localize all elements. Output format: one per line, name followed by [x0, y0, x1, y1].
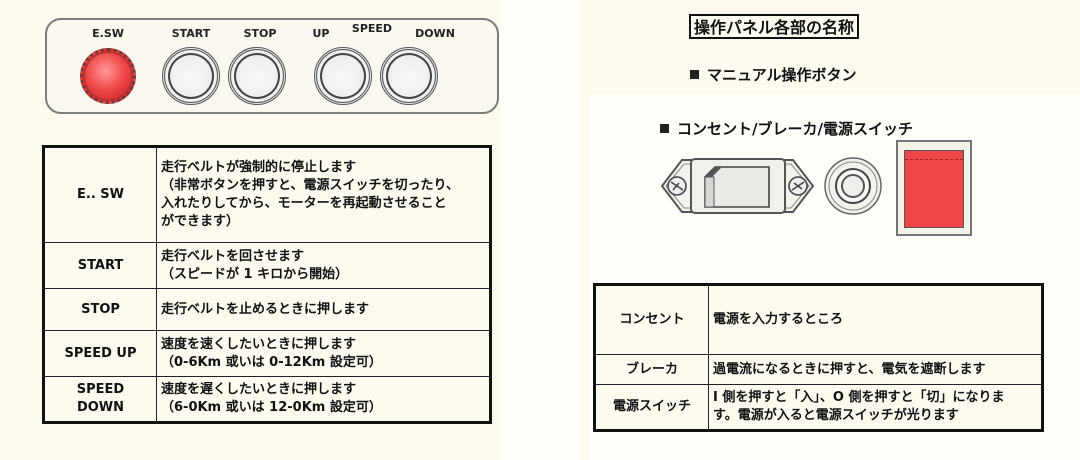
start-button[interactable]: [162, 47, 220, 105]
emergency-stop-button[interactable]: [80, 48, 136, 104]
row-description: 走行ベルトが強制的に停止します （非常ボタンを押すと、電源スイッチを切ったり、 …: [156, 146, 491, 243]
description-line: I 側を押すと「入」、O 側を押すと「切」になりま: [713, 390, 1005, 405]
description-line: （非常ボタンを押すと、電源スイッチを切ったり、: [161, 178, 459, 193]
power-inlet-icon: [660, 158, 815, 214]
row-key: コンセント: [594, 284, 709, 355]
up-label: UP: [312, 27, 330, 40]
esw-label: E.SW: [92, 27, 124, 40]
description-line: 走行ベルトを止めるときに押します: [161, 301, 370, 317]
description-line: 速度を速くしたいときに押します: [161, 336, 357, 352]
row-key: SPEED UP: [43, 330, 157, 377]
row-key: 電源スイッチ: [594, 384, 709, 431]
description-line: 速度を遅くしたいときに押します: [161, 382, 357, 397]
row-description: 走行ベルトを回させます （スピードが 1 キロから開始）: [156, 242, 491, 289]
row-description: 電源を入力するところ: [708, 284, 1043, 355]
row-description: 速度を速くしたいときに押します （0-6Km 或いは 0-12Km 設定可）: [156, 330, 491, 377]
stop-label: STOP: [243, 27, 277, 40]
power-heading: コンセント/ブレーカ/電源スイッチ: [660, 118, 913, 139]
speed-label: SPEED: [351, 22, 393, 35]
power-description-table: コンセント 電源を入力するところ ブレーカ 過電流になるときに押すと、電気を遮断…: [593, 283, 1044, 432]
description-line: 走行ベルトを回させます: [161, 248, 305, 264]
row-description: 走行ベルトを止めるときに押します: [156, 288, 491, 331]
row-description: 速度を遅くしたいときに押します （6-0Km 或いは 12-0Km 設定可）: [156, 376, 491, 423]
key-line: SPEED: [76, 382, 125, 397]
table-row: E.. SW 走行ベルトが強制的に停止します （非常ボタンを押すと、電源スイッチ…: [43, 146, 491, 243]
description-line: す。電源が入ると電源スイッチが光ります: [713, 408, 959, 423]
row-key: STOP: [43, 288, 157, 331]
description-line: （6-0Km 或いは 12-0Km 設定可）: [161, 400, 382, 415]
row-description: I 側を押すと「入」、O 側を押すと「切」になりま す。電源が入ると電源スイッチ…: [708, 384, 1043, 431]
row-key: E.. SW: [43, 146, 157, 243]
right-top-background: [500, 0, 580, 460]
start-label: START: [171, 27, 211, 40]
description-line: 過電流になるときに押すと、電気を遮断します: [713, 361, 986, 377]
speed-up-button[interactable]: [314, 47, 372, 105]
table-row: 電源スイッチ I 側を押すと「入」、O 側を押すと「切」になりま す。電源が入る…: [594, 384, 1043, 431]
row-key: SPEED DOWN: [43, 376, 157, 423]
table-row: STOP 走行ベルトを止めるときに押します: [43, 288, 491, 331]
heading-text: コンセント/ブレーカ/電源スイッチ: [677, 120, 913, 138]
table-row: ブレーカ 過電流になるときに押すと、電気を遮断します: [594, 354, 1043, 385]
key-line: DOWN: [76, 400, 125, 415]
row-key: START: [43, 242, 157, 289]
description-line: 走行ベルトが強制的に停止します: [161, 160, 357, 175]
table-row: START 走行ベルトを回させます （スピードが 1 キロから開始）: [43, 242, 491, 289]
table-row: SPEED DOWN 速度を遅くしたいときに押します （6-0Km 或いは 12…: [43, 376, 491, 423]
description-line: （0-6Km 或いは 0-12Km 設定可）: [161, 354, 382, 370]
page-title: 操作パネル各部の名称: [689, 14, 860, 39]
heading-text: マニュアル操作ボタン: [707, 66, 857, 84]
description-line: 入れたりしてから、モーターを再起動させること: [161, 196, 447, 211]
row-key: ブレーカ: [594, 354, 709, 385]
square-bullet-icon: [660, 124, 669, 133]
power-switch-frame: [896, 140, 972, 236]
button-description-table: E.. SW 走行ベルトが強制的に停止します （非常ボタンを押すと、電源スイッチ…: [42, 145, 492, 424]
description-line: （スピードが 1 キロから開始）: [161, 266, 349, 282]
table-row: SPEED UP 速度を速くしたいときに押します （0-6Km 或いは 0-12…: [43, 330, 491, 377]
manual-buttons-heading: マニュアル操作ボタン: [690, 64, 857, 85]
power-switch-rocker[interactable]: [904, 150, 964, 228]
table-row: コンセント 電源を入力するところ: [594, 284, 1043, 355]
down-label: DOWN: [415, 27, 455, 40]
breaker-icon[interactable]: [823, 155, 883, 217]
speed-down-button[interactable]: [380, 47, 438, 105]
row-description: 過電流になるときに押すと、電気を遮断します: [708, 354, 1043, 385]
square-bullet-icon: [690, 70, 699, 79]
stop-button[interactable]: [228, 47, 286, 105]
description-line: ができます）: [161, 214, 240, 229]
description-line: 電源を入力するところ: [713, 312, 844, 327]
